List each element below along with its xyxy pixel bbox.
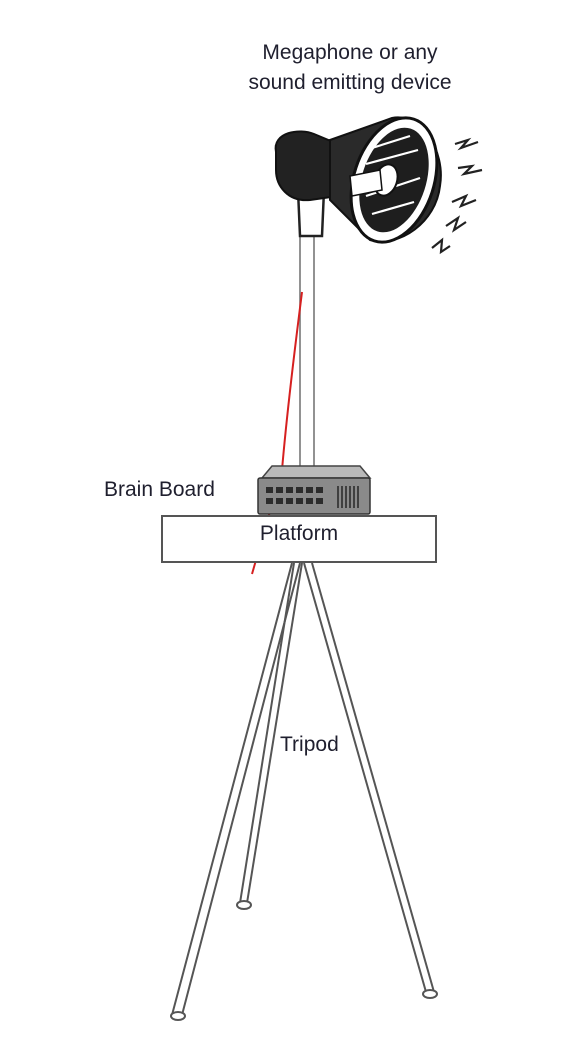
brain-board-label: Brain Board xyxy=(104,478,215,501)
tripod-label: Tripod xyxy=(280,733,339,756)
red-cable xyxy=(251,291,303,575)
platform-label: Platform xyxy=(259,522,339,545)
megaphone-label: Megaphone or any sound emitting device xyxy=(200,38,500,98)
brain-board-vents xyxy=(337,486,359,508)
sound-wave-icon xyxy=(431,137,483,255)
tripod-foot-back xyxy=(236,900,252,910)
megaphone-label-line2: sound emitting device xyxy=(248,71,452,94)
brain-board-device xyxy=(257,465,372,515)
tripod-foot-left xyxy=(170,1011,186,1021)
tripod-leg-back xyxy=(239,562,303,904)
megaphone-icon xyxy=(274,116,442,244)
tripod xyxy=(170,562,438,1021)
tripod-leg-left xyxy=(171,562,301,1016)
brain-board-ports xyxy=(266,487,323,504)
tripod-foot-right xyxy=(422,989,438,999)
platform-box xyxy=(161,515,437,563)
pole xyxy=(299,233,315,471)
megaphone-label-line1: Megaphone or any xyxy=(262,41,438,64)
tripod-leg-right xyxy=(303,562,435,993)
